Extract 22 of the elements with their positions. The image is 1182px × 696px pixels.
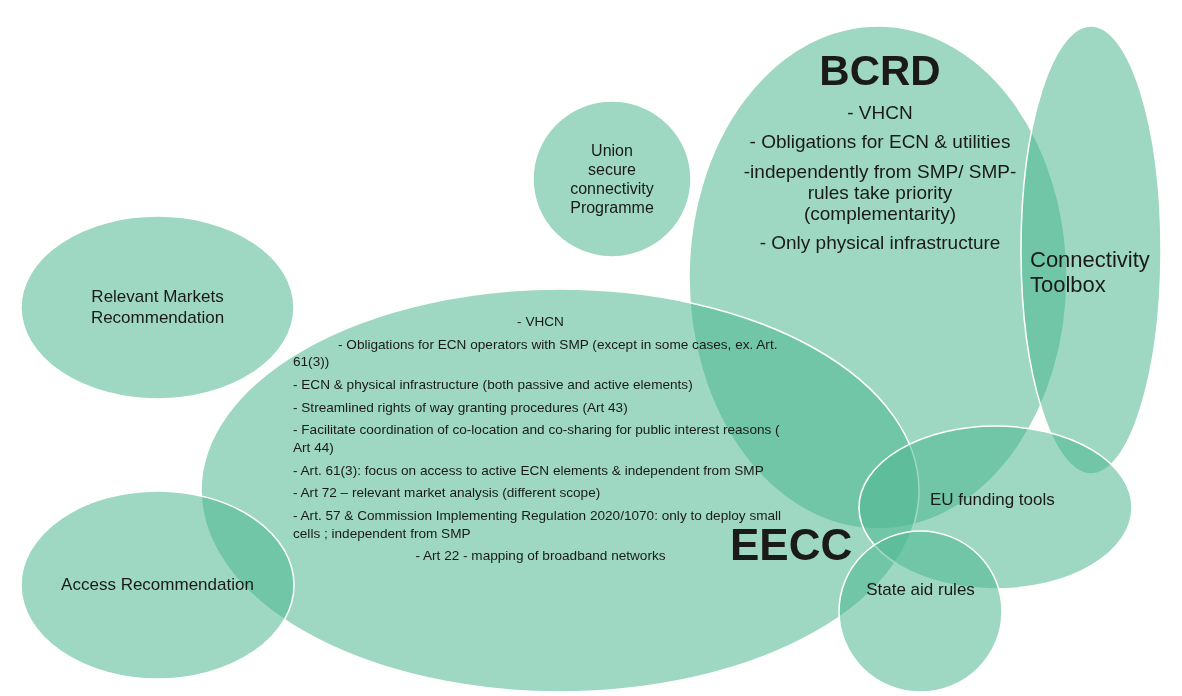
bullet-item: - VHCN bbox=[517, 313, 564, 331]
node-label: Union secure connectivity Programme bbox=[569, 140, 655, 218]
bullet-item: - Obligations for ECN operators with SMP (except in some cases, ex. Art. 61(3)) bbox=[293, 335, 779, 371]
bullet-item: - Art 72 – relevant market analysis (different scope) bbox=[293, 484, 601, 503]
bullet-item: - Art 22 - mapping of broadband networks bbox=[415, 547, 666, 566]
node-ellipse bbox=[20, 215, 295, 400]
node-label: EU funding tools bbox=[930, 490, 1055, 511]
bullet-item: - Art. 61(3): focus on access to active ECN elements & independent from SMP bbox=[293, 461, 764, 480]
node-label: Connectivity Toolbox bbox=[1030, 247, 1151, 298]
node-label: State aid rules bbox=[866, 580, 975, 601]
heading-text: BCRD bbox=[819, 47, 941, 95]
bullet-item: - Streamlined rights of way granting procedures (Art 43) bbox=[293, 398, 628, 417]
bullet-item: - Facilitate coordination of co-location and co-sharing for public interest reasons ( Art 44) bbox=[293, 421, 781, 457]
node-label: Access Recommendation bbox=[61, 574, 254, 596]
node-circle bbox=[532, 100, 692, 258]
bullet-item: -independently from SMP/ SMP-rules take priority (complementarity) bbox=[742, 160, 1018, 225]
node-label: Relevant Markets Recommendation bbox=[89, 287, 226, 328]
node-ellipse bbox=[20, 490, 295, 680]
bullet-item: - ECN & physical infrastructure (both passive and active elements) bbox=[293, 376, 693, 394]
bullet-item: - Only physical infrastructure bbox=[759, 232, 1001, 254]
bullet-item: - VHCN bbox=[847, 102, 913, 124]
bullet-item: - Obligations for ECN & utilities bbox=[749, 131, 1011, 153]
